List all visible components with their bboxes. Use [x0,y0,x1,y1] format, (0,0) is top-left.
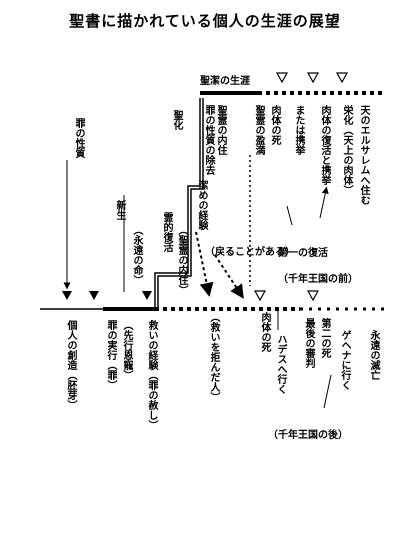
last-judgment-label: 最後の審判 [303,318,314,368]
creation-label: 個人の創造（胚芽） [65,320,76,410]
lower-marker-1 [62,291,72,300]
may-return-label: （戻ることがある） [205,247,295,258]
spirit-indwelling-label: 聖霊の内住 [215,105,226,155]
sanctification-label: 聖化 [171,110,182,130]
first-resurrection-label: 第一の復活 [278,248,328,259]
rapture-label: または携挙 [293,105,304,155]
sin-nature-label: 罪の性質 [73,118,84,158]
new-jerusalem-label: 天のエルサレムへ住む [358,105,369,205]
page-title: 聖書に描かれている個人の生涯の展望 [69,12,341,30]
lower-marker-2 [89,291,99,300]
eternal-life-label: （永遠の命） [131,225,142,285]
rejecting-salvation-label: （救いを拒んだ人） [208,312,219,402]
physical-death-lower-label: 肉体の死 [259,312,270,352]
upper-marker-1 [275,72,289,84]
upper-marker-2 [306,72,320,84]
physical-death-label: 肉体の死 [269,105,280,145]
first-resurrection-arrow [319,186,329,219]
prevenient-grace-label: （先行恩寵） [121,320,132,380]
eternal-destruction-label: 永遠の滅亡 [368,330,379,380]
new-birth-label: 新生 [114,200,125,220]
sin-nature-removal-label: 罪の性質の除去 [203,105,214,175]
actual-sin-label: 罪の実行（罪） [105,320,116,390]
go-to-hades-label: ハデスへ行く [275,334,286,394]
lower-marker-5 [306,290,320,302]
go-to-gehenna-label: ゲヘナに行く [339,330,350,390]
spirit-indwelling-paren-label: （聖霊の内住） [176,225,187,295]
spirit-filling-label: 聖霊の盈満 [253,105,264,155]
second-death-label: 第二の死 [319,318,330,358]
glory-label: 栄化（天上の肉体） [341,105,352,195]
millennium-beginning-label: （千年王国の前） [278,274,358,285]
sanctification-steps-inner [157,98,204,309]
spiritual-resurrection-label: 霊的復活 [161,212,172,252]
lower-marker-3 [142,291,152,300]
after-millennium-label: （千年王国の後） [268,430,348,441]
resurrection-rapture-label: 肉体の復活と携挙 [319,105,330,185]
first-resurrection-line [286,205,293,226]
sanctification-steps [154,98,201,309]
salvation-experience-label: 救いの経験（罪の赦し） [146,320,157,430]
upper-marker-3 [335,72,349,84]
experience-of-cleansing-label: 潔めの経験 [196,180,207,230]
lower-marker-4 [253,290,267,302]
return-arrow-1 [195,231,214,297]
saints-life-label: 聖潔の生涯 [200,76,250,87]
after-millennium-line [323,374,332,409]
return-arrow-2 [214,254,244,299]
